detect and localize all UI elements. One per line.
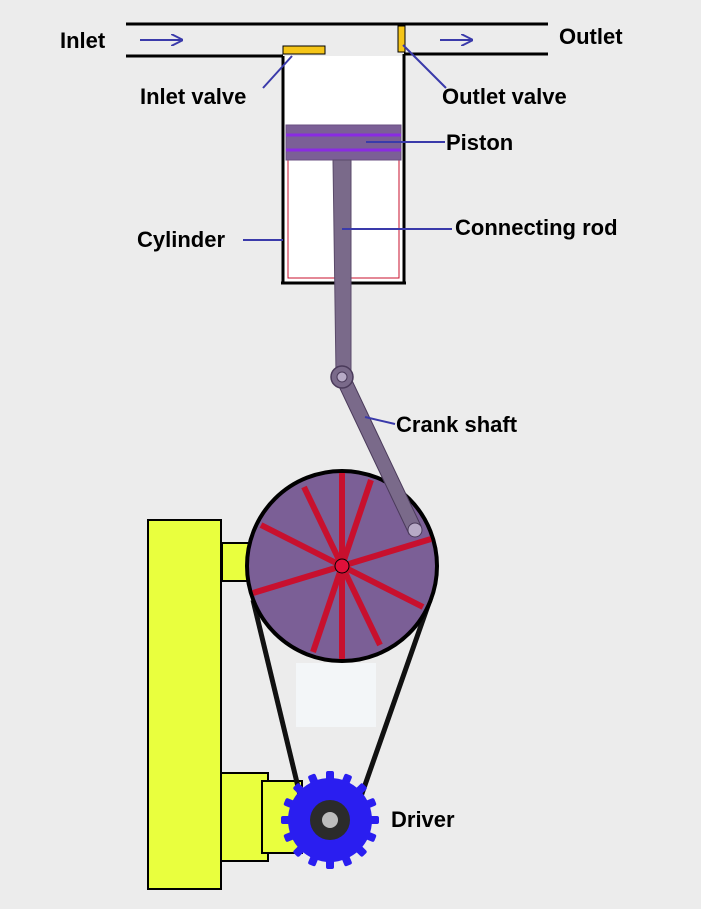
crank-pin-hole — [336, 371, 348, 383]
inlet-valve — [282, 45, 326, 55]
crank-shaft-label: Crank shaft — [396, 412, 518, 437]
background-panel — [296, 663, 376, 727]
flywheel-spoke — [339, 564, 383, 647]
inlet-valve-label: Inlet valve — [140, 84, 247, 109]
flywheel-spoke — [340, 563, 425, 610]
connecting-rod-label: Connecting rod — [455, 215, 618, 240]
flywheel — [245, 469, 439, 663]
outlet-valve — [397, 25, 406, 53]
crank-joint — [407, 522, 423, 538]
belt — [250, 596, 434, 823]
frame — [147, 519, 303, 890]
inlet-valve-leader — [262, 55, 293, 89]
flywheel-spoke — [301, 485, 345, 568]
cylinder-label: Cylinder — [137, 227, 226, 252]
pipe — [126, 22, 548, 58]
flywheel-spoke — [259, 522, 344, 569]
belt-left-run — [250, 599, 309, 821]
frame-lower-mount — [217, 772, 269, 862]
flywheel-hub — [334, 558, 350, 574]
flywheel-spoke — [339, 479, 374, 567]
flywheel-spoke — [252, 563, 343, 596]
outlet-label: Outlet — [559, 24, 623, 49]
outlet-valve-leader — [402, 44, 447, 89]
driver-label: Driver — [391, 807, 455, 832]
crank-shaft-leader — [364, 416, 396, 425]
belt-right-run — [349, 596, 434, 823]
frame-body — [147, 519, 222, 890]
leader-lines — [243, 44, 452, 425]
piston-label: Piston — [446, 130, 514, 155]
flywheel-spoke — [341, 536, 432, 569]
driver-gear — [281, 771, 379, 869]
inlet-label: Inlet — [60, 28, 106, 53]
driver-gear-axle — [322, 812, 338, 828]
outlet-valve-label: Outlet valve — [442, 84, 567, 109]
flywheel-spoke — [310, 565, 345, 653]
connecting-rod — [332, 159, 352, 375]
